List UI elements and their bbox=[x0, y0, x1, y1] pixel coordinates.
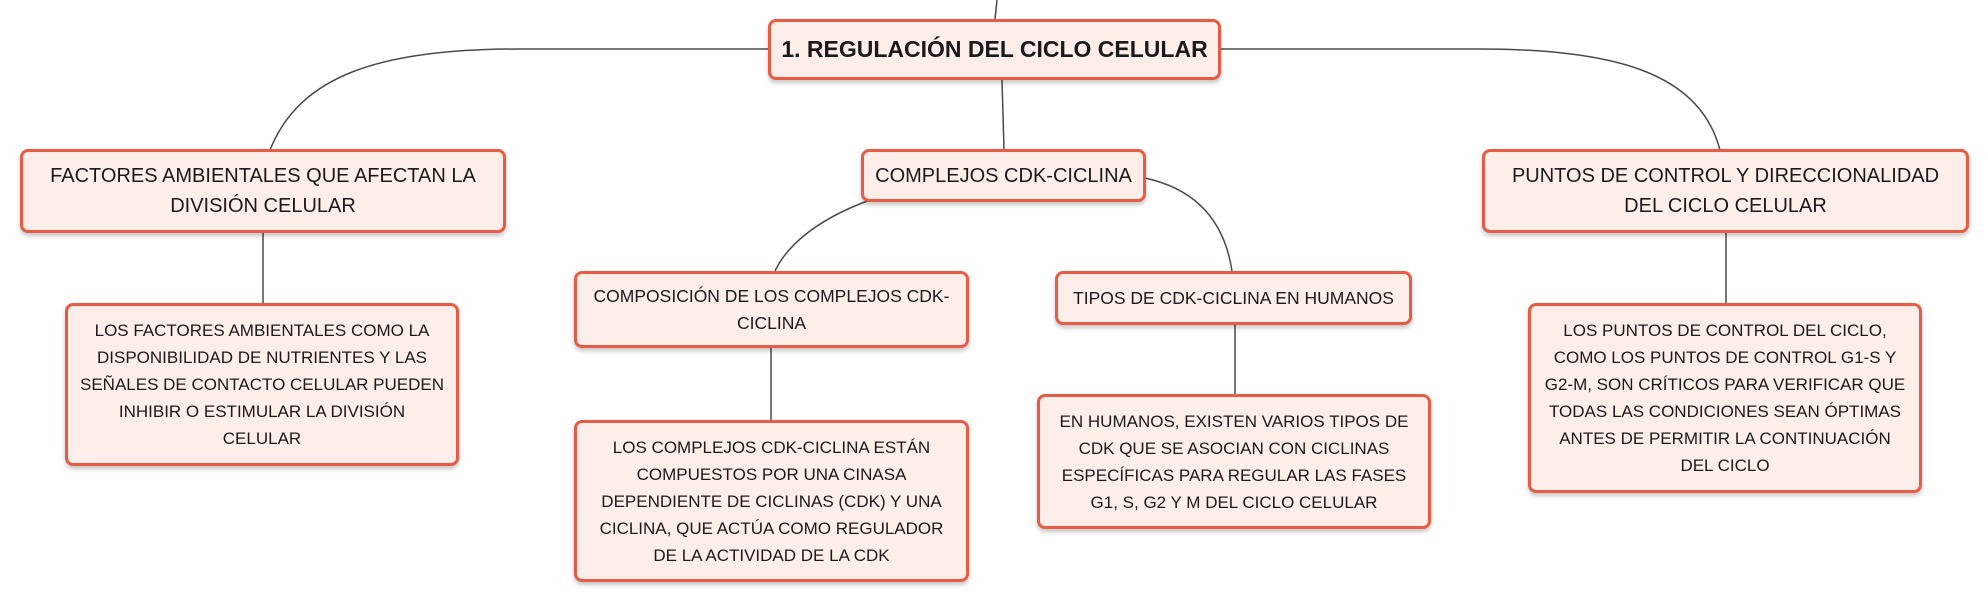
topic-complejos-cdk-ciclina[interactable]: COMPLEJOS CDK-CICLINA bbox=[861, 149, 1146, 202]
topic-label: COMPLEJOS CDK-CICLINA bbox=[875, 164, 1132, 187]
central-topic-label: 1. REGULACIÓN DEL CICLO CELULAR bbox=[781, 36, 1208, 62]
topic-factores-ambientales[interactable]: FACTORES AMBIENTALES QUE AFECTAN LA DIVI… bbox=[20, 149, 506, 233]
detail-composicion[interactable]: LOS COMPLEJOS CDK-CICLINA ESTÁN COMPUEST… bbox=[574, 420, 969, 582]
central-topic[interactable]: 1. REGULACIÓN DEL CICLO CELULAR bbox=[768, 19, 1221, 80]
subtopic-composicion[interactable]: COMPOSICIÓN DE LOS COMPLEJOS CDK-CICLINA bbox=[574, 271, 969, 348]
topic-puntos-de-control[interactable]: PUNTOS DE CONTROL Y DIRECCIONALIDAD DEL … bbox=[1482, 149, 1969, 233]
subtopic-tipos-en-humanos[interactable]: TIPOS DE CDK-CICLINA EN HUMANOS bbox=[1055, 271, 1412, 325]
connector-complejos-to-composicion bbox=[774, 199, 871, 272]
detail-text: LOS PUNTOS DE CONTROL DEL CICLO, COMO LO… bbox=[1544, 321, 1906, 475]
detail-text: LOS FACTORES AMBIENTALES COMO LA DISPONI… bbox=[79, 321, 444, 448]
detail-text: EN HUMANOS, EXISTEN VARIOS TIPOS DE CDK … bbox=[1059, 411, 1409, 512]
connector-root-to-complejos bbox=[1001, 79, 1005, 150]
subtopic-label: COMPOSICIÓN DE LOS COMPLEJOS CDK-CICLINA bbox=[593, 285, 950, 333]
topic-label: FACTORES AMBIENTALES QUE AFECTAN LA DIVI… bbox=[50, 165, 476, 217]
detail-factores-ambientales[interactable]: LOS FACTORES AMBIENTALES COMO LA DISPONI… bbox=[65, 303, 459, 466]
detail-text: LOS COMPLEJOS CDK-CICLINA ESTÁN COMPUEST… bbox=[599, 437, 944, 565]
connector-parent-to-root bbox=[994, 0, 998, 20]
connector-complejos-to-tipos bbox=[1144, 177, 1233, 272]
detail-tipos-en-humanos[interactable]: EN HUMANOS, EXISTEN VARIOS TIPOS DE CDK … bbox=[1037, 394, 1431, 529]
subtopic-label: TIPOS DE CDK-CICLINA EN HUMANOS bbox=[1073, 287, 1394, 308]
connector-root-to-factores bbox=[269, 48, 768, 151]
topic-label: PUNTOS DE CONTROL Y DIRECCIONALIDAD DEL … bbox=[1511, 165, 1940, 217]
connector-root-to-puntos bbox=[1221, 48, 1721, 151]
detail-puntos-de-control[interactable]: LOS PUNTOS DE CONTROL DEL CICLO, COMO LO… bbox=[1528, 303, 1922, 493]
